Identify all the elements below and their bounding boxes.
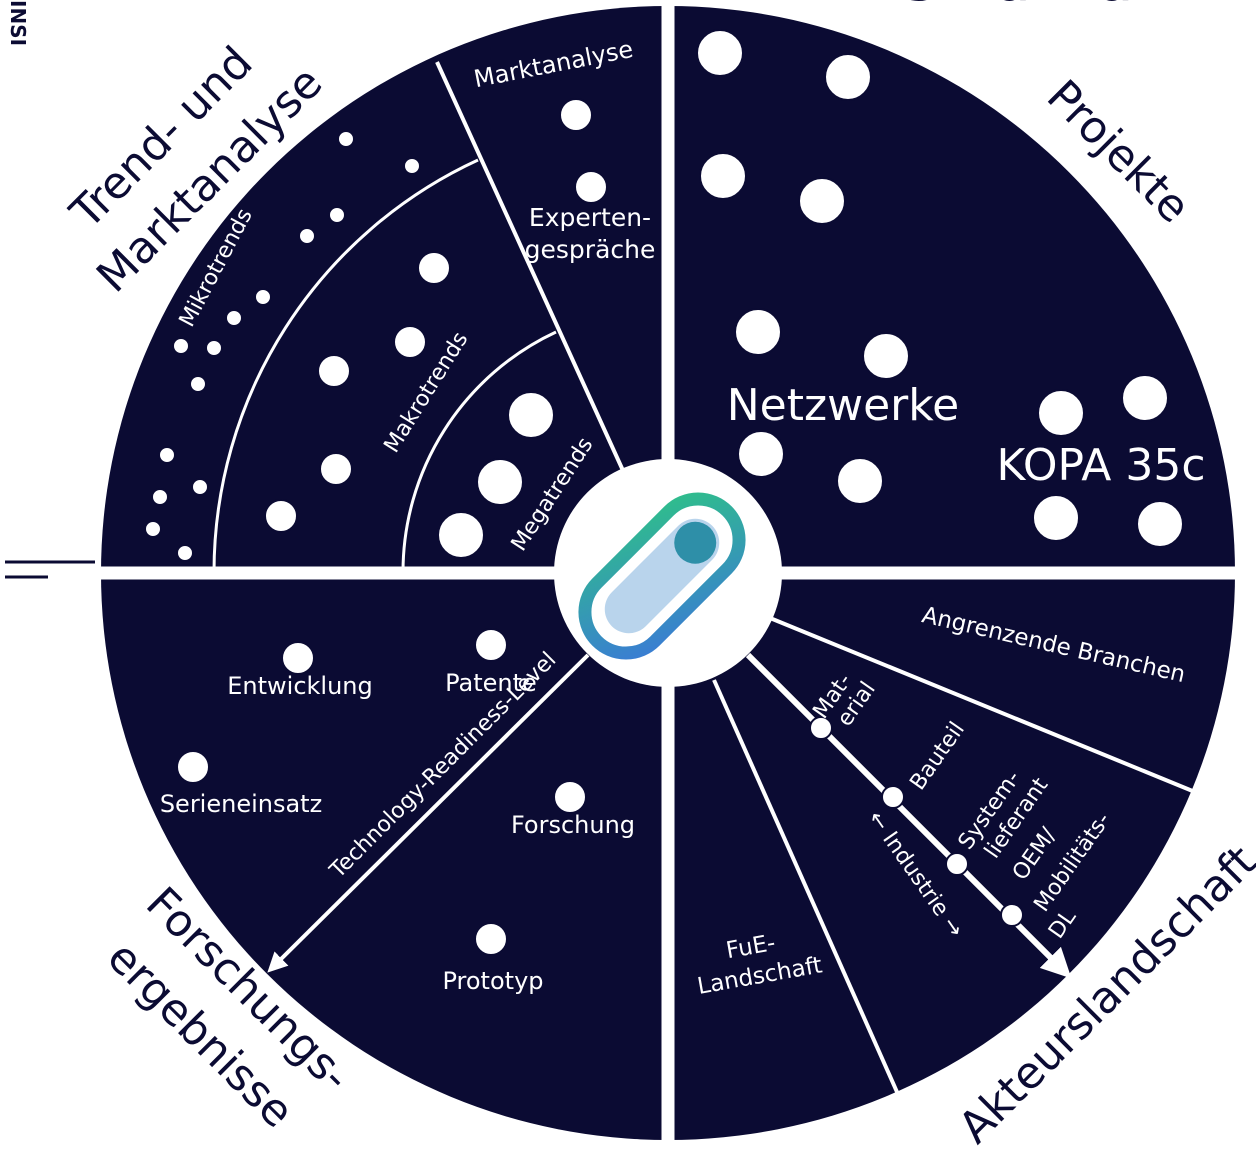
dot — [417, 251, 451, 285]
forschung-label: Forschung — [511, 811, 635, 839]
dot — [1136, 500, 1184, 548]
dot — [281, 641, 315, 675]
netzwerke-label: Netzwerke — [727, 380, 959, 431]
dot — [474, 922, 508, 956]
dot — [264, 499, 298, 533]
chain-node-system — [945, 852, 969, 876]
serieneinsatz-label: Serieneinsatz — [160, 790, 322, 818]
center-logo — [554, 459, 782, 687]
dot — [337, 130, 355, 148]
chain-node-oem — [1000, 903, 1024, 927]
dot — [737, 430, 785, 478]
dot — [328, 206, 346, 224]
dots — [144, 29, 1184, 956]
side-decoration — [5, 560, 95, 579]
prototyp-label: Prototyp — [442, 967, 543, 995]
dot — [1037, 389, 1085, 437]
dot — [317, 354, 351, 388]
dot — [189, 375, 207, 393]
dot — [474, 628, 508, 662]
dot — [172, 337, 190, 355]
dot — [437, 511, 485, 559]
dot — [298, 227, 316, 245]
dot — [559, 98, 593, 132]
patente-label: Patente — [445, 669, 537, 697]
dot — [176, 750, 210, 784]
dot — [1032, 494, 1080, 542]
dot — [205, 339, 223, 357]
dot — [836, 457, 884, 505]
dot — [798, 177, 846, 225]
dot — [476, 458, 524, 506]
dot — [699, 152, 747, 200]
dot — [393, 325, 427, 359]
chain-node-material — [809, 716, 833, 740]
dot — [151, 488, 169, 506]
dot — [403, 157, 421, 175]
dot — [254, 288, 272, 306]
dot — [1121, 374, 1169, 422]
dot — [553, 780, 587, 814]
dot — [191, 478, 209, 496]
dot — [734, 308, 782, 356]
trl-axis-arrow — [267, 653, 590, 973]
dot — [862, 332, 910, 380]
dot — [574, 170, 608, 204]
separator-lines-thin — [435, 61, 1196, 1093]
chain-node-bauteil — [881, 785, 905, 809]
dot — [507, 391, 555, 439]
dot — [824, 53, 872, 101]
entwicklung-label: Entwicklung — [227, 672, 373, 700]
dot — [176, 544, 194, 562]
dot — [158, 446, 176, 464]
trend-arcs — [212, 158, 557, 574]
dot — [319, 452, 353, 486]
page-title: Struktur — [900, 0, 1161, 15]
experten-label-1: Experten- — [529, 203, 651, 232]
dot — [144, 520, 162, 538]
experten-label-2: gespräche — [525, 235, 656, 264]
kopa-label: KOPA 35c — [996, 440, 1205, 491]
dot — [225, 309, 243, 327]
dot — [696, 29, 744, 77]
